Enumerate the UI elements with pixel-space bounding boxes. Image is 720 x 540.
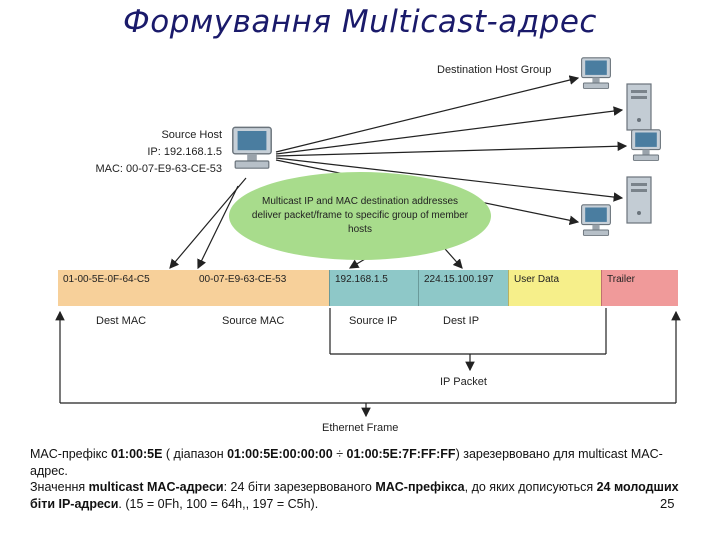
frame-source-ip: 192.168.1.5 [329,270,418,306]
dest-mac-label: Dest MAC [96,315,147,327]
ip-packet-bracket [329,308,607,372]
note-text: : 24 біти зарезервованого [223,480,376,494]
frame-user-data: User Data [508,270,601,306]
source-mac-pointer [197,185,239,270]
note-text: MAC-префікс [30,447,112,461]
frame-dest-mac: 01-00-5E-0F-64-C5 [58,270,194,306]
note-emphasis: 24 молодших біти IP-адреси [30,480,679,511]
frame-dest-ip: 224.15.100.197 [418,270,508,306]
destination-host-tower-server-icon [626,176,652,224]
frame-trailer: Trailer [601,270,678,306]
multicast-arrow [275,106,624,155]
slide-title: Формування Multicast-адрес [123,4,597,40]
destination-host-desktop-computer-icon [581,204,611,236]
destination-host-desktop-computer-icon [581,57,611,89]
note-emphasis: multicast MAC-адреси [88,480,224,494]
source-ip-label: IP: 192.168.1.5 [147,146,222,158]
source-host-label: Source Host [161,129,222,141]
destination-host-tower-server-icon [626,83,652,131]
frame-source-mac: 00-07-E9-63-CE-53 [194,270,329,306]
note-text: ( діапазон [162,447,228,461]
ethernet-frame-bracket [55,310,681,418]
multicast-explanation-bubble: Multicast IP and MAC destination address… [229,172,491,260]
destination-host-desktop-computer-icon [631,129,661,161]
note-emphasis: 01:00:5E:00:00:00 [227,447,333,461]
note-emphasis: 01:00:5E:7F:FF:FF [346,447,456,461]
page-number: 25 [660,496,675,511]
multicast-arrow [275,157,624,202]
source-mac-label: MAC: 00-07-E9-63-CE-53 [95,163,222,175]
note-emphasis: MAC-префікса [375,480,465,494]
dest-mac-pointer [169,177,247,269]
note-emphasis: 01:00:5E [111,447,163,461]
explanation-text: MAC-префікс 01:00:5E ( діапазон 01:00:5E… [30,446,690,512]
source-ip-field-label: Source IP [349,315,398,327]
destination-host-group-label: Destination Host Group [437,64,552,76]
dest-ip-field-label: Dest IP [443,315,480,327]
ip-packet-label: IP Packet [440,376,487,388]
note-text: ÷ [332,447,347,461]
source-mac-field-label: Source MAC [222,315,285,327]
note-text: Значення [30,480,89,494]
source-host-desktop-computer-icon [232,126,272,169]
ethernet-frame-label: Ethernet Frame [322,422,399,434]
multicast-arrow [275,141,628,157]
note-text: , до яких дописуються [464,480,597,494]
note-text: ) зарезервовано для multicast MAC-адрес. [30,447,663,478]
note-text: . (15 = 0Fh, 100 = 64h,, 197 = C5h). [118,496,319,511]
multicast-arrow [275,75,580,153]
